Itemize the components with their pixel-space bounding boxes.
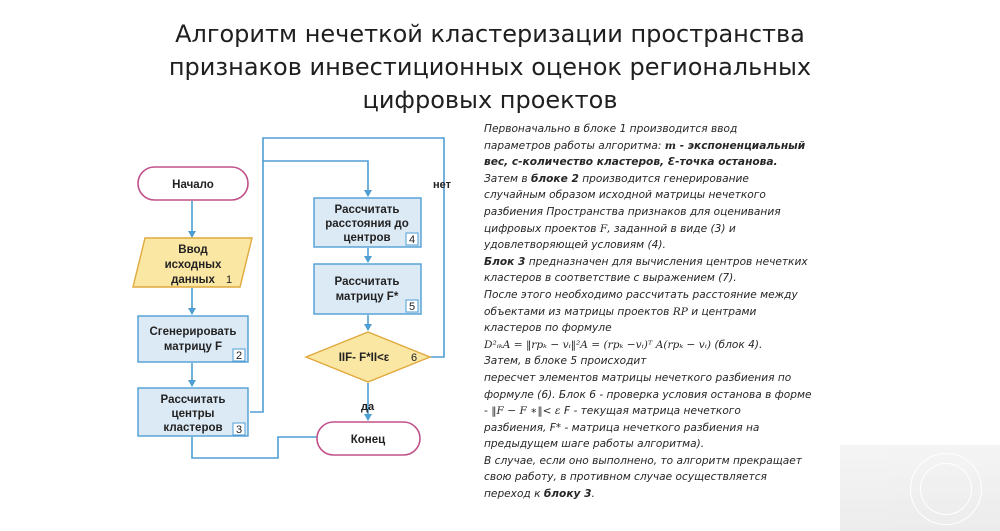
condition-label: IIF- F*II<ε xyxy=(339,352,390,364)
end-node: Конец xyxy=(316,421,421,456)
desc-line: формуле (6). Блок 6 - проверка условия о… xyxy=(484,388,812,401)
input-block-number: 1 xyxy=(226,274,232,286)
desc-line: случайным образом исходной матрицы нечет… xyxy=(484,189,766,202)
matrix-label-line-2: матрицу F* xyxy=(336,291,399,303)
centers-block-number: 3 xyxy=(236,424,242,436)
input-label-line-2: исходных xyxy=(165,259,222,271)
distance-formula: D²ᵢₖA = ‖rpₖ − vᵢ‖²A = (rpₖ −vᵢ)ᵀ A(rpₖ … xyxy=(484,338,763,351)
desc-line: вес, c-количество кластеров, Ɛ-точка ост… xyxy=(484,156,778,169)
centers-label-line-3: кластеров xyxy=(163,422,222,434)
desc-line: предыдущем шаге работы алгоритма). xyxy=(484,438,705,451)
generate-node: Сгенерировать матрицу F 2 xyxy=(137,315,249,363)
generate-label-line-2: матрицу F xyxy=(164,341,222,353)
distances-label-line-3: центров xyxy=(343,232,390,244)
centers-label-line-2: центры xyxy=(172,408,215,420)
input-label-line-3: данных xyxy=(171,274,215,286)
condition-node: IIF- F*II<ε 6 xyxy=(304,331,432,383)
title-line-3: цифровых проектов xyxy=(362,86,618,114)
title-line-1: Алгоритм нечеткой кластеризации простран… xyxy=(175,20,805,48)
distances-block-number: 4 xyxy=(409,234,415,246)
matrix-node: Рассчитать матрицу F* 5 xyxy=(313,263,422,315)
input-node: Ввод исходных данных 1 xyxy=(132,237,253,288)
matrix-block-number: 5 xyxy=(409,301,415,313)
desc-line: параметров работы алгоритма: m - экспоне… xyxy=(484,139,806,152)
desc-line: удовлетворяющей условиям (4). xyxy=(484,239,666,252)
desc-line: свою работу, в противном случае осуществ… xyxy=(484,471,767,484)
start-node: Начало xyxy=(137,166,249,201)
end-label: Конец xyxy=(351,434,385,446)
desc-line: объектами из матрицы проектов RP и центр… xyxy=(484,305,757,318)
condition-block-number: 6 xyxy=(411,352,417,364)
centers-node: Рассчитать центры кластеров 3 xyxy=(137,387,249,437)
edge-condition-no xyxy=(262,137,445,358)
watermark-logo xyxy=(840,445,1000,531)
desc-line: Первоначально в блоке 1 производится вво… xyxy=(484,123,738,135)
generate-label-line-1: Сгенерировать xyxy=(150,326,237,338)
description-text: Первоначально в блоке 1 производится вво… xyxy=(484,121,859,503)
desc-line: разбиения Пространства признаков для оце… xyxy=(484,205,781,218)
desc-line: Блок 3 предназначен для вычисления центр… xyxy=(484,255,808,268)
desc-line: Затем в блоке 2 производится генерирован… xyxy=(484,172,749,185)
desc-line: После этого необходимо рассчитать рассто… xyxy=(484,288,798,301)
title-line-2: признаков инвестиционных оценок регионал… xyxy=(168,53,812,81)
desc-line: цифровых проектов F, заданной в виде (3)… xyxy=(484,222,736,235)
page-title: Алгоритм нечеткой кластеризации простран… xyxy=(140,18,840,117)
desc-line: разбиения, F* - матрица нечеткого разбие… xyxy=(484,421,760,434)
desc-line: кластеров по формуле xyxy=(484,322,612,335)
edge-centers-bottom-return xyxy=(191,436,317,459)
generate-block-number: 2 xyxy=(236,350,242,362)
input-label-line-1: Ввод xyxy=(178,244,208,256)
desc-line: В случае, если оно выполнено, то алгорит… xyxy=(484,454,802,467)
desc-line: пересчет элементов матрицы нечеткого раз… xyxy=(484,371,792,384)
no-label: нет xyxy=(433,179,452,191)
start-label: Начало xyxy=(172,179,214,191)
desc-line: - ‖F − F ∗‖< ε F - текущая матрица нечет… xyxy=(484,405,741,418)
yes-label: да xyxy=(361,401,375,413)
centers-label-line-1: Рассчитать xyxy=(161,394,226,406)
desc-line: кластеров в соответствие с выражением (7… xyxy=(484,272,737,285)
desc-line: переход к блоку 3. xyxy=(484,488,595,501)
distances-label-line-2: расстояния до xyxy=(325,218,409,230)
desc-line: Затем, в блоке 5 происходит xyxy=(484,355,647,368)
matrix-label-line-1: Рассчитать xyxy=(335,276,400,288)
connectors xyxy=(188,137,445,459)
distances-label-line-1: Рассчитать xyxy=(335,204,400,216)
distances-node: Рассчитать расстояния до центров 4 xyxy=(313,197,422,248)
